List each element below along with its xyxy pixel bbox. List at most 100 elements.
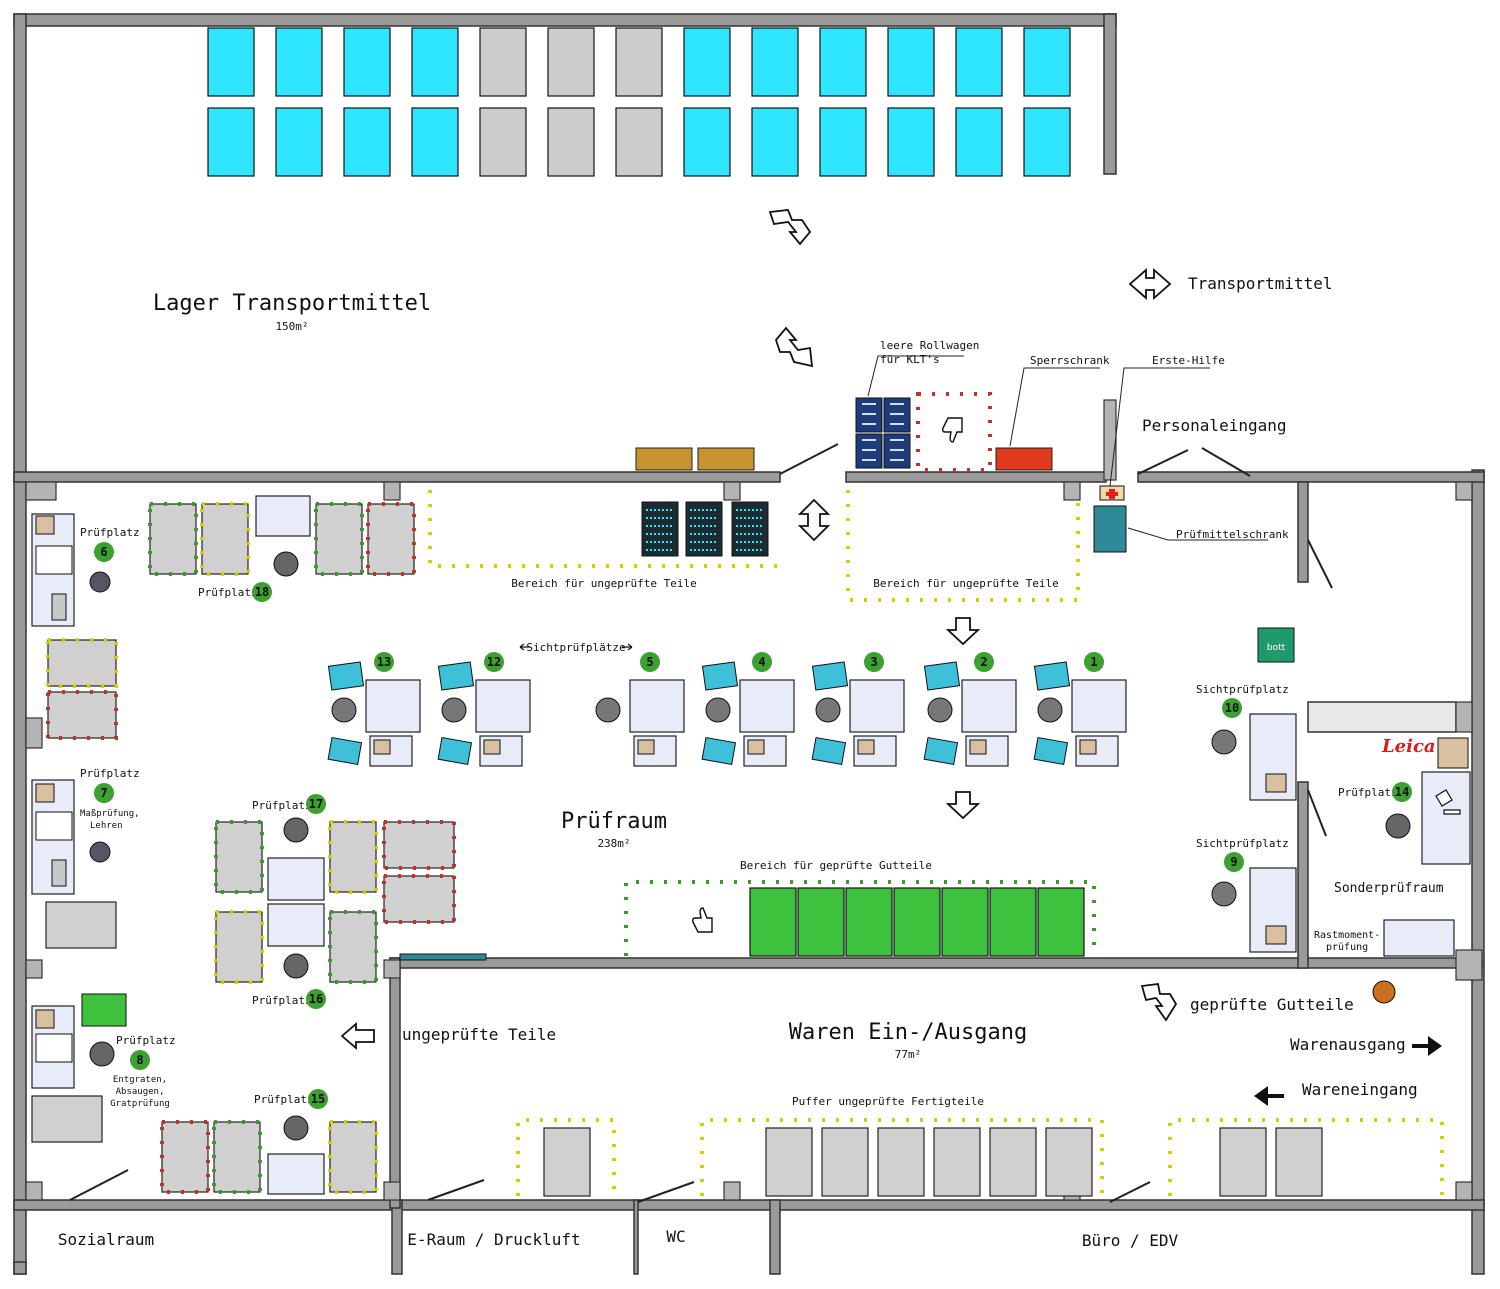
rastmoment-desk (1383, 919, 1455, 957)
p8-label: Prüfplatz (116, 1034, 176, 1047)
station-badge: 1 (1084, 652, 1104, 672)
station-badge: 17 (306, 794, 326, 814)
grey-bin (765, 1127, 813, 1197)
bereich-ungeprueft-label-2: Bereich für ungeprüfte Teile (873, 577, 1058, 590)
buero-label: Büro / EDV (1082, 1231, 1179, 1250)
bereich-ungeprueft-right (846, 490, 1080, 602)
waren-area: 77m² (895, 1048, 922, 1061)
grey-bin (1219, 1127, 1267, 1197)
curved-arrow-icon (1140, 983, 1178, 1022)
station-9 (1211, 867, 1297, 953)
sonderpruefraum-title: Sonderprüfraum (1334, 881, 1444, 896)
thumbs-up-icon (691, 907, 713, 933)
puffer-label: Puffer ungeprüfte Fertigteile (792, 1095, 984, 1108)
station-badge: 9 (1224, 852, 1244, 872)
doors (69, 443, 1333, 1203)
p14-label: Prüfplatz (1338, 786, 1398, 799)
p7-label: Prüfplatz (80, 767, 140, 780)
svg-text:14: 14 (1395, 785, 1409, 799)
ungepruefte-teile-label: ungeprüfte Teile (402, 1025, 556, 1044)
inspection-station (437, 661, 531, 767)
station-badge: 6 (94, 542, 114, 562)
p7-note-2: Lehren (90, 821, 123, 831)
station-18-cluster (148, 495, 416, 577)
grey-bin (821, 1127, 869, 1197)
first-aid-icon (1099, 485, 1125, 501)
rollwagen-label-1: leere Rollwagen (880, 339, 979, 352)
wc-label: WC (666, 1227, 685, 1246)
station-badge: 8 (130, 1050, 150, 1070)
station-14 (1385, 771, 1471, 865)
grey-bin (1275, 1127, 1323, 1197)
station-15-cluster (160, 1115, 378, 1195)
grey-table (31, 1095, 103, 1143)
grey-bin (933, 1127, 981, 1197)
lager-area: 150m² (275, 320, 308, 333)
p8-note-2: Absaugen, (116, 1087, 165, 1097)
s10-label: Sichtprüfplatz (1196, 683, 1289, 696)
grey-bin (877, 1127, 925, 1197)
station-badge: 10 (1222, 698, 1242, 718)
sperr-area (916, 392, 992, 472)
svg-text:1: 1 (1090, 655, 1097, 669)
svg-text:3: 3 (870, 655, 877, 669)
leica-logo: Leica (1381, 736, 1436, 757)
grey-bin (989, 1127, 1037, 1197)
svg-text:5: 5 (646, 655, 653, 669)
pruefmittelschrank-label: Prüfmittelschrank (1176, 528, 1289, 541)
grey-table (47, 639, 117, 687)
pruefraum-title: Prüfraum (561, 809, 667, 834)
waren-title: Waren Ein-/Ausgang (789, 1020, 1027, 1045)
station-badge: 4 (752, 652, 772, 672)
lager-title: Lager Transportmittel (153, 291, 431, 316)
svg-text:6: 6 (100, 545, 107, 559)
rastmoment-label-1: Rastmoment- (1314, 930, 1380, 941)
klt-storage (207, 27, 1071, 177)
svg-text:7: 7 (100, 786, 107, 800)
station-10 (1211, 713, 1297, 801)
sichtpruefplaetze-label: Sichtprüfplätze (526, 641, 625, 654)
personaleingang-label: Personaleingang (1142, 416, 1287, 435)
inspection-station (595, 679, 685, 767)
puffer-area (516, 1118, 616, 1196)
blue-strip (399, 953, 487, 961)
p17-label: Prüfplatz (252, 799, 312, 812)
puffer-area (1168, 1118, 1444, 1196)
sperrschrank (995, 447, 1053, 471)
green-box (81, 993, 127, 1027)
station-badge: 2 (974, 652, 994, 672)
p8-note-3: Gratprüfung (110, 1099, 170, 1109)
svg-text:18: 18 (255, 585, 269, 599)
sozialraum-label: Sozialraum (58, 1230, 154, 1249)
svg-text:12: 12 (487, 655, 501, 669)
curved-arrow-icon (774, 326, 814, 368)
pruefraum-area: 238m² (597, 837, 630, 850)
svg-text:17: 17 (309, 797, 323, 811)
rollwagen-label-2: für KLT's (880, 353, 940, 366)
p7-note-1: Maßprüfung, (80, 809, 140, 819)
bereich-geprueft (624, 880, 1096, 956)
bereich-ungeprueft-label-1: Bereich für ungeprüfte Teile (511, 577, 696, 590)
p8-note-1: Entgraten, (113, 1075, 167, 1085)
station-17-16-cluster (214, 817, 456, 984)
right-arrow-icon (1412, 1036, 1442, 1056)
grey-bin (543, 1127, 591, 1197)
pallet (697, 447, 755, 471)
station-8 (31, 1005, 115, 1089)
svg-text:9: 9 (1230, 855, 1237, 869)
inspection-station (327, 661, 421, 767)
erste-hilfe-label: Erste-Hilfe (1152, 354, 1225, 367)
wareneingang-label: Wareneingang (1302, 1080, 1418, 1099)
p15-label: Prüfplatz (254, 1093, 314, 1106)
gepruefte-gutteile-label: geprüfte Gutteile (1190, 995, 1354, 1014)
thumbs-down-icon (941, 417, 963, 443)
warenausgang-label: Warenausgang (1290, 1035, 1406, 1054)
grey-table (45, 901, 117, 949)
microscope-icon (1435, 789, 1461, 815)
sperrschrank-label: Sperrschrank (1030, 354, 1110, 367)
station-row (327, 661, 1127, 767)
curved-arrow-icon (768, 209, 812, 246)
eraum-label: E-Raum / Druckluft (407, 1230, 580, 1249)
rollwagen (855, 397, 911, 469)
